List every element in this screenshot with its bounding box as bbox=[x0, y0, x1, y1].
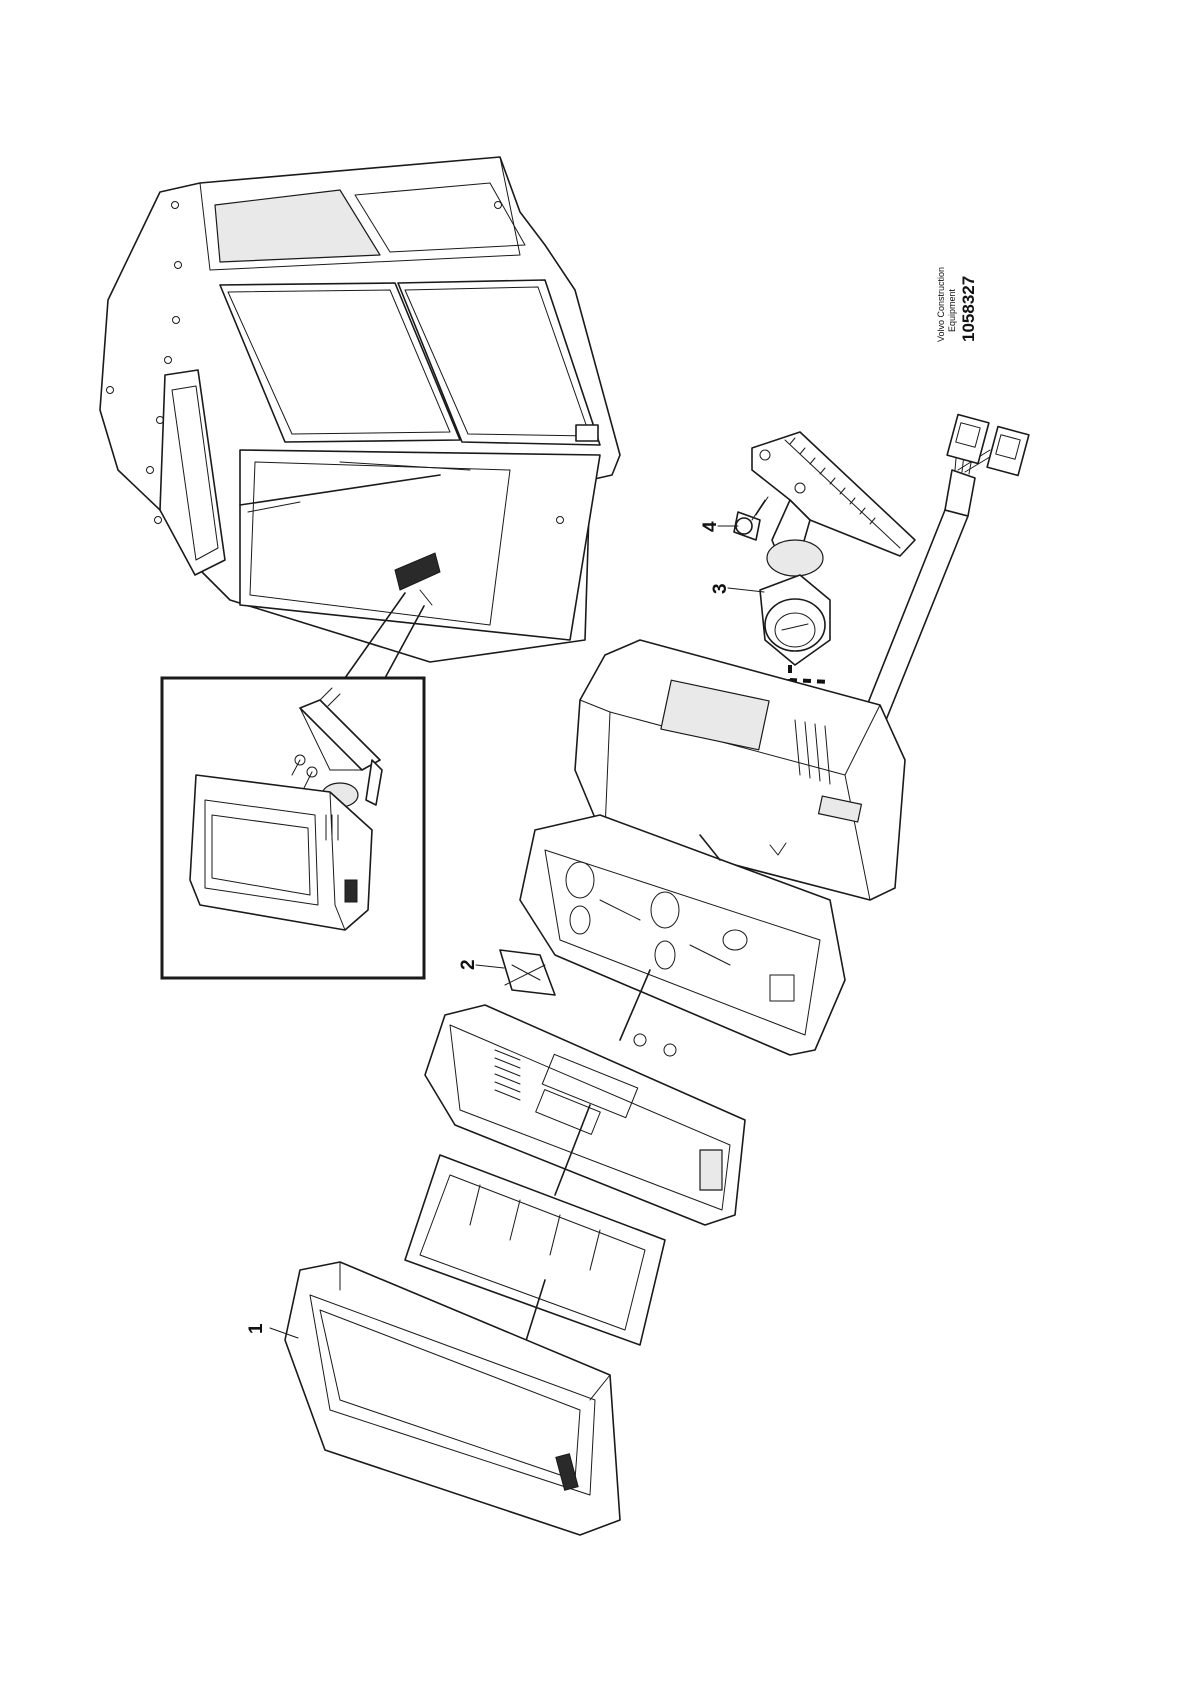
callout-item-2: 2 bbox=[458, 959, 505, 970]
screw-item-4 bbox=[733, 496, 769, 541]
callout-item-4: 4 bbox=[700, 521, 739, 532]
drawing-number: 1058327 bbox=[959, 276, 978, 342]
part-item-2 bbox=[499, 949, 556, 996]
callout-number-2: 2 bbox=[458, 959, 479, 970]
drawing-id-stamp: Volvo Construction Equipment 1058327 bbox=[936, 267, 978, 342]
mounting-bracket bbox=[751, 431, 916, 561]
callout-item-3: 3 bbox=[710, 583, 765, 594]
connector-dashed-link bbox=[788, 665, 831, 684]
ball-joint-item-3 bbox=[759, 539, 831, 666]
operator-cab-illustration bbox=[99, 156, 621, 663]
circuit-board-module bbox=[424, 969, 746, 1226]
company-name-line1: Volvo Construction bbox=[936, 267, 946, 342]
callout-number-1: 1 bbox=[246, 1323, 267, 1334]
back-cover-frame bbox=[519, 814, 846, 1056]
rear-housing bbox=[574, 639, 906, 901]
company-name-line2: Equipment bbox=[947, 288, 957, 332]
wiring-harness-cable bbox=[850, 413, 1030, 743]
callout-item-1: 1 bbox=[246, 1323, 299, 1339]
mounted-display-detail-inset bbox=[160, 592, 426, 980]
callout-number-4: 4 bbox=[700, 521, 721, 532]
callout-number-3: 3 bbox=[710, 583, 731, 594]
front-bezel-item-1 bbox=[284, 1261, 621, 1536]
